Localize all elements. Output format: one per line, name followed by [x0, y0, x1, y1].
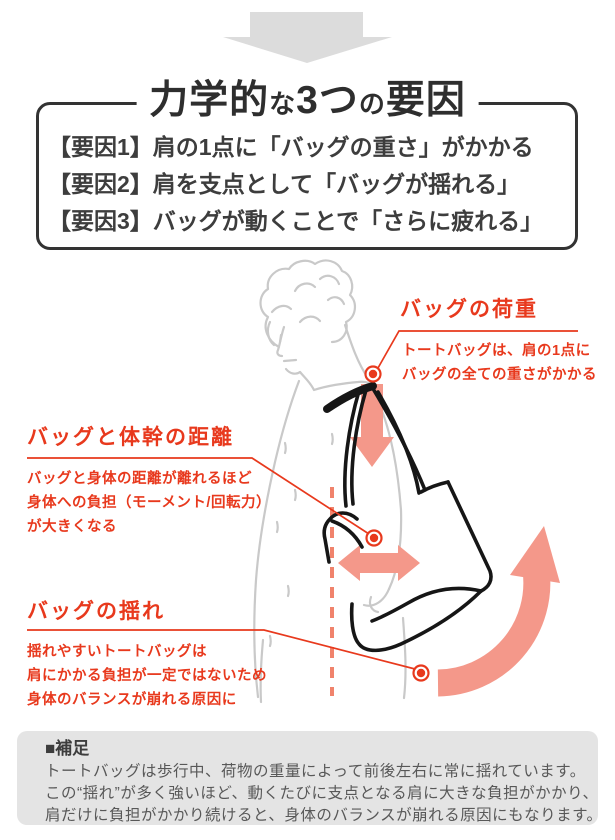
title-part: 3つ [296, 78, 359, 122]
annotation-load-line: トートバッグは、肩の1点に [402, 343, 591, 359]
annotation-distance-line: が大きくなる [27, 519, 117, 535]
footnote-line: この“揺れ”が多く強いほど、動くたびに支点となる肩に大きな負担がかかり、 [45, 785, 599, 802]
annotation-distance-heading: バッグと体幹の距離 [27, 426, 234, 449]
bag-center-point-marker [365, 529, 383, 547]
page-title: 力学的な3つの要因 [136, 78, 479, 122]
factor-item-1: 【要因1】肩の1点に「バッグの重さ」がかかる [48, 134, 534, 160]
annotation-connectors [27, 330, 578, 670]
annotation-distance-line: 身体への負担（モーメント/回転力） [27, 495, 271, 511]
annotation-sway-line: 揺れやすいトートバッグは [27, 644, 207, 660]
annotation-distance-line: バッグと身体の距離が離れるほど [27, 471, 252, 487]
swing-curved-arrow-icon [437, 526, 560, 697]
annotation-load-heading: バッグの荷重 [400, 298, 538, 321]
annotation-sway-body: 揺れやすいトートバッグは 肩にかかる負担が一定ではないため 身体のバランスが崩れ… [27, 640, 267, 712]
footnote-line: 肩だけに負担がかかり続けると、身体のバランスが崩れる原因にもなります。 [45, 807, 603, 824]
sway-horizontal-arrow-icon [338, 545, 420, 581]
title-part: 要因 [385, 78, 466, 122]
footnote-line: トートバッグは歩行中、荷物の重量によって前後左右に常に揺れています。 [45, 763, 586, 780]
footnote-heading: ■補足 [45, 739, 90, 758]
factor-list: 【要因1】肩の1点に「バッグの重さ」がかかる 【要因2】肩を支点として「バッグが… [48, 129, 568, 240]
annotation-sway-line: 肩にかかる負担が一定ではないため [27, 668, 267, 684]
factor-item-3: 【要因3】バッグが動くことで「さらに疲れる」 [48, 208, 544, 234]
factor-item-2: 【要因2】肩を支点として「バッグが揺れる」 [48, 171, 521, 197]
footnote-box: ■補足 トートバッグは歩行中、荷物の重量によって前後左右に常に揺れています。 こ… [17, 731, 603, 827]
tote-bag-sketch [322, 382, 493, 653]
title-part: な [269, 88, 297, 119]
footnote-body: トートバッグは歩行中、荷物の重量によって前後左右に常に揺れています。 この“揺れ… [45, 761, 603, 827]
bag-bottom-point-marker [412, 664, 430, 682]
title-part: 力学的 [149, 78, 270, 122]
person-sketch [253, 259, 407, 704]
annotation-distance-body: バッグと身体の距離が離れるほど 身体への負担（モーメント/回転力） が大きくなる [27, 467, 271, 539]
annotation-load-line: バッグの全ての重さがかかる [402, 367, 597, 383]
annotation-sway-heading: バッグの揺れ [27, 600, 165, 623]
annotation-load-body: トートバッグは、肩の1点に バッグの全ての重さがかかる [402, 339, 597, 387]
shoulder-point-marker [364, 365, 382, 383]
down-arrow-icon [223, 12, 392, 63]
annotation-sway-line: 身体のバランスが崩れる原因に [27, 692, 237, 708]
title-part: の [358, 88, 386, 119]
